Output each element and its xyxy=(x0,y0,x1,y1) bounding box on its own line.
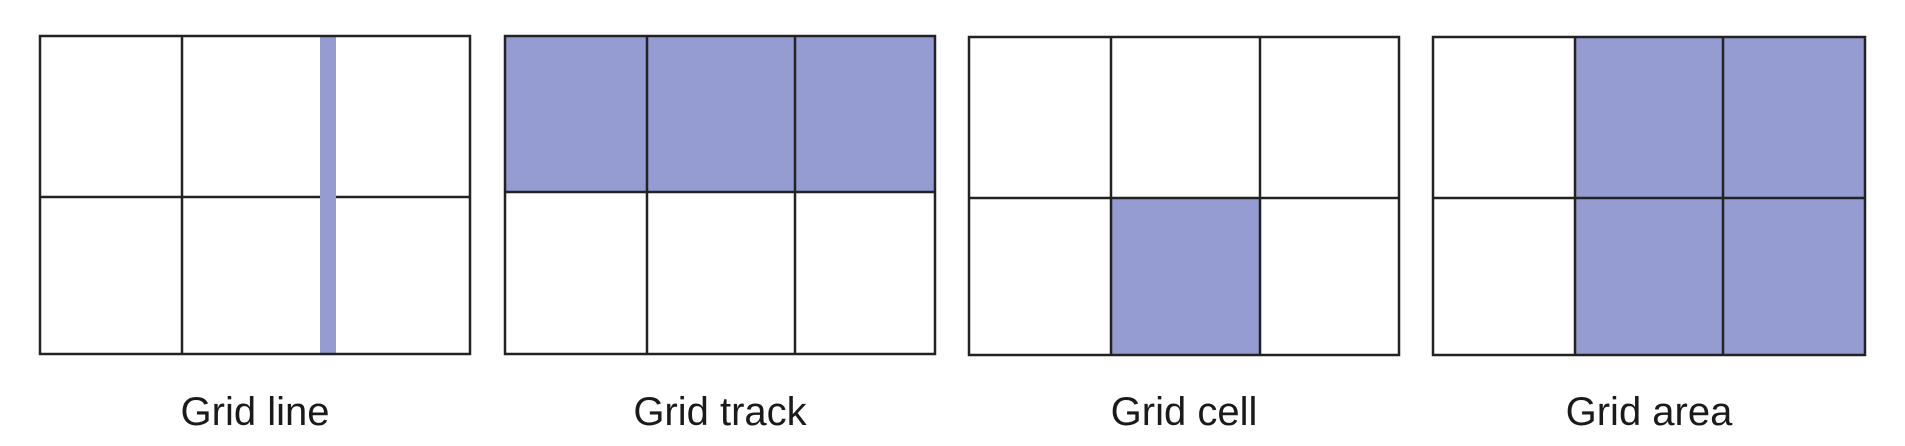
grid-track-highlight xyxy=(505,36,935,192)
panel-grid-cell: Grid cell xyxy=(967,35,1401,434)
panel-grid-track: Grid track xyxy=(503,34,937,434)
panel-grid-area: Grid area xyxy=(1431,35,1867,434)
grid-outer-border xyxy=(38,34,472,356)
grid-outer-border xyxy=(967,35,1401,357)
caption-grid-cell: Grid cell xyxy=(1111,390,1258,434)
highlighted-grid-line xyxy=(320,36,336,354)
grid-area-highlight xyxy=(1575,37,1865,355)
grid-cell-highlight xyxy=(1111,198,1260,355)
grid-outer-border xyxy=(1431,35,1867,357)
panel-grid-line: Grid line xyxy=(38,34,472,434)
caption-grid-line: Grid line xyxy=(181,390,330,434)
grid-outer-border xyxy=(503,34,937,356)
grid-line-highlight xyxy=(320,36,336,354)
caption-grid-area: Grid area xyxy=(1566,390,1733,434)
caption-grid-track: Grid track xyxy=(633,390,807,434)
